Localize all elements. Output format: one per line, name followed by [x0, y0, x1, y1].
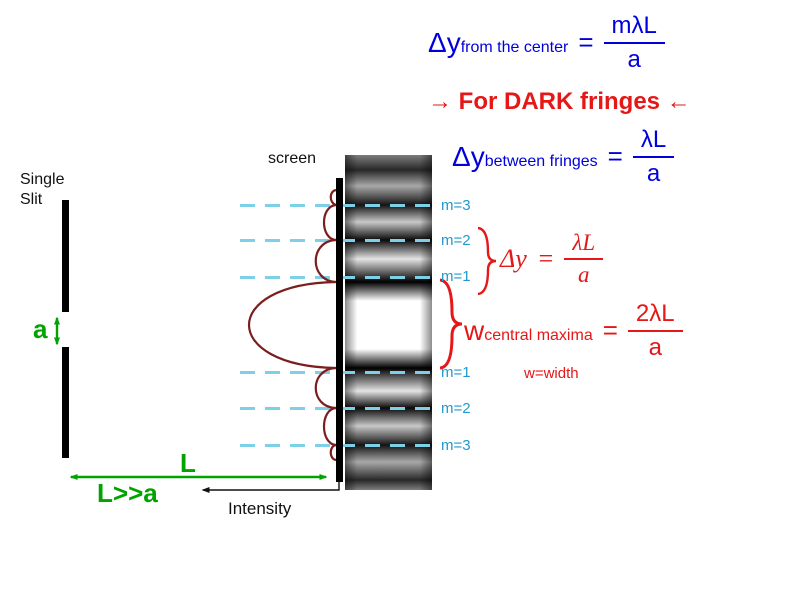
central-maxima-brace [439, 278, 463, 370]
fraction: λL a [564, 230, 604, 289]
fringe-label-m1-bottom: m=1 [441, 364, 471, 381]
width-symbol: w [464, 314, 485, 346]
delta-y-subscript: from the center [460, 38, 569, 56]
fringe-label-m2-top: m=2 [441, 232, 471, 249]
fraction-denominator: a [577, 262, 590, 288]
formula-lhs: Δy from the center [428, 27, 568, 59]
condition-label: L>>a [97, 478, 158, 508]
fraction: mλL a [603, 12, 665, 73]
fraction-denominator: a [646, 159, 661, 187]
pattern-vignette [345, 155, 432, 490]
formula-delta-y: Δy = λL a [500, 230, 604, 289]
delta-y-symbol: Δy [500, 244, 527, 274]
equals-sign: = [578, 27, 594, 58]
formula-fringe-spacing: Δy between fringes = λL a [452, 126, 675, 187]
fraction-denominator: a [648, 333, 662, 361]
screen-label: screen [268, 150, 317, 167]
single-slit-label: Single Slit [20, 170, 64, 210]
dark-fringes-heading: → For DARK fringes ← [428, 88, 691, 115]
equals-sign: = [602, 315, 618, 346]
intensity-label: Intensity [228, 499, 292, 518]
fraction-numerator: λL [564, 230, 604, 261]
fraction: 2λL a [627, 300, 683, 361]
fraction-numerator: λL [632, 126, 675, 158]
fraction-numerator: 2λL [627, 300, 683, 332]
fraction-numerator: mλL [603, 12, 665, 44]
screen-bar [336, 178, 343, 482]
width-subscript: central maxima [484, 326, 593, 344]
diffraction-pattern-image [345, 155, 432, 490]
equals-sign: = [536, 244, 555, 274]
formula-lhs: w central maxima [464, 315, 593, 347]
fringe-label-m1-top: m=1 [441, 268, 471, 285]
fringe-label-m2-bottom: m=2 [441, 400, 471, 417]
single-slit-label-line1: Single [20, 171, 65, 188]
fringe-spacing-brace [477, 226, 497, 296]
slit-bar-bottom [62, 347, 69, 458]
fraction: λL a [632, 126, 675, 187]
delta-y-subscript: between fringes [484, 152, 598, 170]
fringe-label-m3-bottom: m=3 [441, 437, 471, 454]
equals-sign: = [607, 141, 623, 172]
distance-label: L [180, 448, 196, 478]
delta-y-symbol: Δy [428, 26, 461, 58]
fraction-denominator: a [627, 45, 641, 73]
formula-central-maxima-width: w central maxima = 2λL a [464, 300, 683, 361]
formula-fringe-position: Δy from the center = mλL a [428, 12, 665, 73]
fringe-label-m3-top: m=3 [441, 197, 471, 214]
slit-bar-top [62, 200, 69, 312]
intensity-axis-arrow [201, 481, 340, 493]
formula-lhs: Δy between fringes [452, 141, 598, 173]
intensity-curve [247, 188, 337, 462]
delta-y-symbol: Δy [452, 140, 485, 172]
width-definition-note: w=width [524, 365, 579, 382]
slit-width-label: a [33, 314, 48, 344]
single-slit-label-line2: Slit [20, 191, 43, 208]
